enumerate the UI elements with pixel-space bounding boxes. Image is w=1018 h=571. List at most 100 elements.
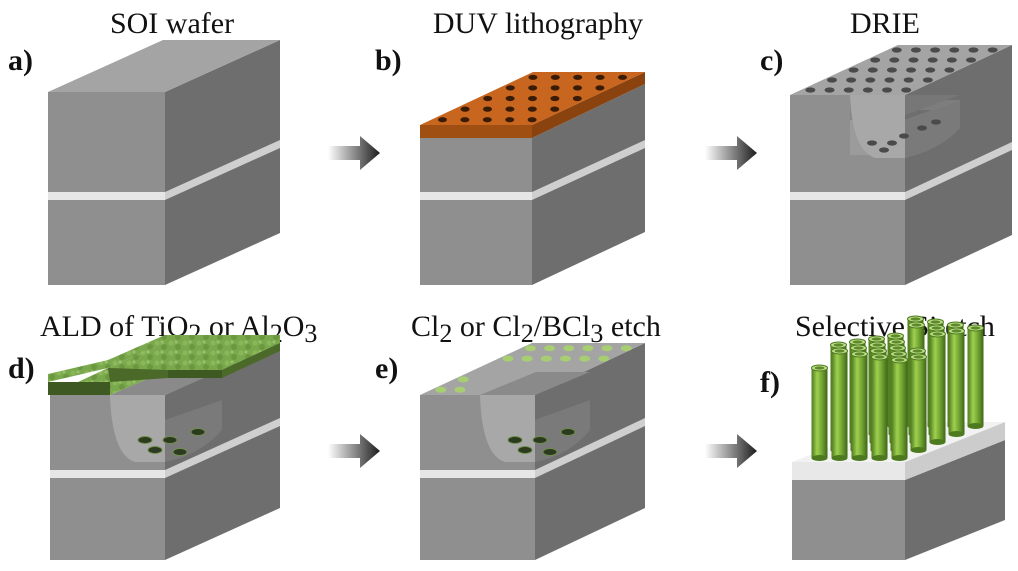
resist-hole	[527, 106, 537, 112]
etched-hole	[949, 47, 960, 53]
trench-pore	[162, 436, 178, 444]
nanotube	[967, 324, 984, 429]
trench-pore	[560, 428, 576, 436]
trench-pore	[517, 446, 533, 454]
resist-hole	[505, 106, 515, 112]
panel-c: DRIE c)	[760, 7, 1012, 285]
etched-hole	[910, 47, 921, 53]
panel-b-title: DUV lithography	[433, 7, 643, 40]
arrow-e-to-f	[705, 434, 757, 468]
surface-tube-dot	[579, 355, 591, 362]
nanotube	[910, 353, 927, 453]
resist-hole	[527, 117, 537, 123]
resist-hole	[572, 95, 582, 102]
resist-hole	[550, 95, 560, 102]
resist-hole	[528, 85, 538, 91]
etched-film-wafer	[420, 343, 645, 560]
panel-a-title: SOI wafer	[110, 7, 234, 40]
soi-wafer-block	[48, 40, 280, 285]
etched-hole	[824, 87, 835, 93]
trench-pore	[172, 448, 188, 456]
resist-hole	[550, 85, 560, 91]
etched-hole	[901, 87, 912, 93]
panel-e: Cl2 or Cl2/BCl3 etch e)	[375, 310, 661, 560]
trench-pore	[137, 436, 153, 444]
panel-a-label: a)	[8, 44, 33, 77]
resist-hole	[483, 106, 492, 112]
trench-pore	[190, 428, 206, 436]
etched-hole	[862, 87, 873, 93]
surface-tube-dot	[620, 345, 632, 352]
resist-hole	[460, 106, 470, 112]
etched-hole	[903, 77, 914, 83]
resist-hole	[550, 106, 560, 112]
resist-hole	[505, 117, 515, 123]
trench-hole	[917, 125, 927, 131]
etched-hole	[906, 67, 917, 73]
etched-wafer	[790, 45, 1012, 285]
panel-d: ALD of TiO2 or Al2O3 d)	[8, 310, 317, 560]
resist-hole	[483, 95, 493, 102]
surface-tube-dot	[435, 386, 447, 393]
trench-hole	[867, 140, 877, 146]
resist-hole	[505, 85, 515, 91]
etched-hole	[925, 67, 936, 73]
buried-oxide-front	[48, 192, 165, 200]
panel-b: DUV lithography b)	[375, 7, 645, 285]
etched-hole	[922, 77, 933, 83]
nanotube	[948, 327, 965, 437]
resist-hole	[595, 74, 605, 80]
ald-coated-wafer	[48, 335, 280, 560]
etched-hole	[930, 47, 941, 53]
etched-hole	[870, 57, 881, 63]
buried-oxide-side	[165, 140, 280, 200]
resist-hole-array	[438, 74, 627, 123]
nanotube	[831, 347, 848, 461]
surface-tube-dot	[540, 355, 552, 362]
nanotube	[871, 353, 888, 461]
surface-tube-dot	[454, 386, 466, 393]
etched-hole	[867, 67, 878, 73]
etched-hole	[884, 77, 895, 83]
trench-pore-array-e	[507, 428, 576, 456]
surface-tube-dot	[521, 355, 533, 362]
resist-hole	[573, 85, 582, 91]
resist-hole	[460, 117, 470, 123]
surface-tube-array	[435, 345, 632, 393]
nanotube-array-on-oxide	[792, 315, 1005, 560]
trench-hole	[899, 133, 909, 139]
surface-tube-dot	[601, 345, 613, 352]
resist-hole	[505, 95, 515, 102]
panel-f: Selective Si etch f)	[760, 310, 1005, 560]
trench-pore	[532, 436, 548, 444]
surface-tube-dot	[457, 376, 469, 383]
etched-hole	[908, 57, 919, 63]
arrow-a-to-b	[328, 136, 380, 170]
resist-hole	[550, 74, 560, 80]
nanotube	[929, 330, 946, 445]
etched-hole-array	[805, 47, 998, 153]
nanotube	[891, 356, 908, 461]
surface-tube-dot	[544, 345, 556, 352]
panel-b-label: b)	[375, 44, 402, 77]
nanotube	[851, 350, 868, 461]
panel-e-label: e)	[375, 352, 398, 385]
etched-hole	[886, 67, 897, 73]
etched-hole	[826, 77, 837, 83]
etched-hole	[805, 87, 816, 93]
resist-hole	[438, 117, 447, 123]
surface-tube-dot	[524, 345, 536, 352]
resist-hole	[618, 74, 627, 80]
surface-tube-dot	[502, 355, 514, 362]
etched-hole	[968, 47, 979, 53]
etched-hole	[848, 67, 859, 73]
panel-c-title: DRIE	[850, 7, 920, 40]
resist-hole	[528, 95, 537, 102]
arrow-d-to-e	[328, 434, 380, 468]
surface-tube-dot	[563, 345, 575, 352]
resist-coated-wafer	[420, 72, 645, 285]
etched-hole	[987, 47, 998, 53]
surface-tube-dot	[559, 355, 571, 362]
nanotube	[811, 364, 828, 461]
